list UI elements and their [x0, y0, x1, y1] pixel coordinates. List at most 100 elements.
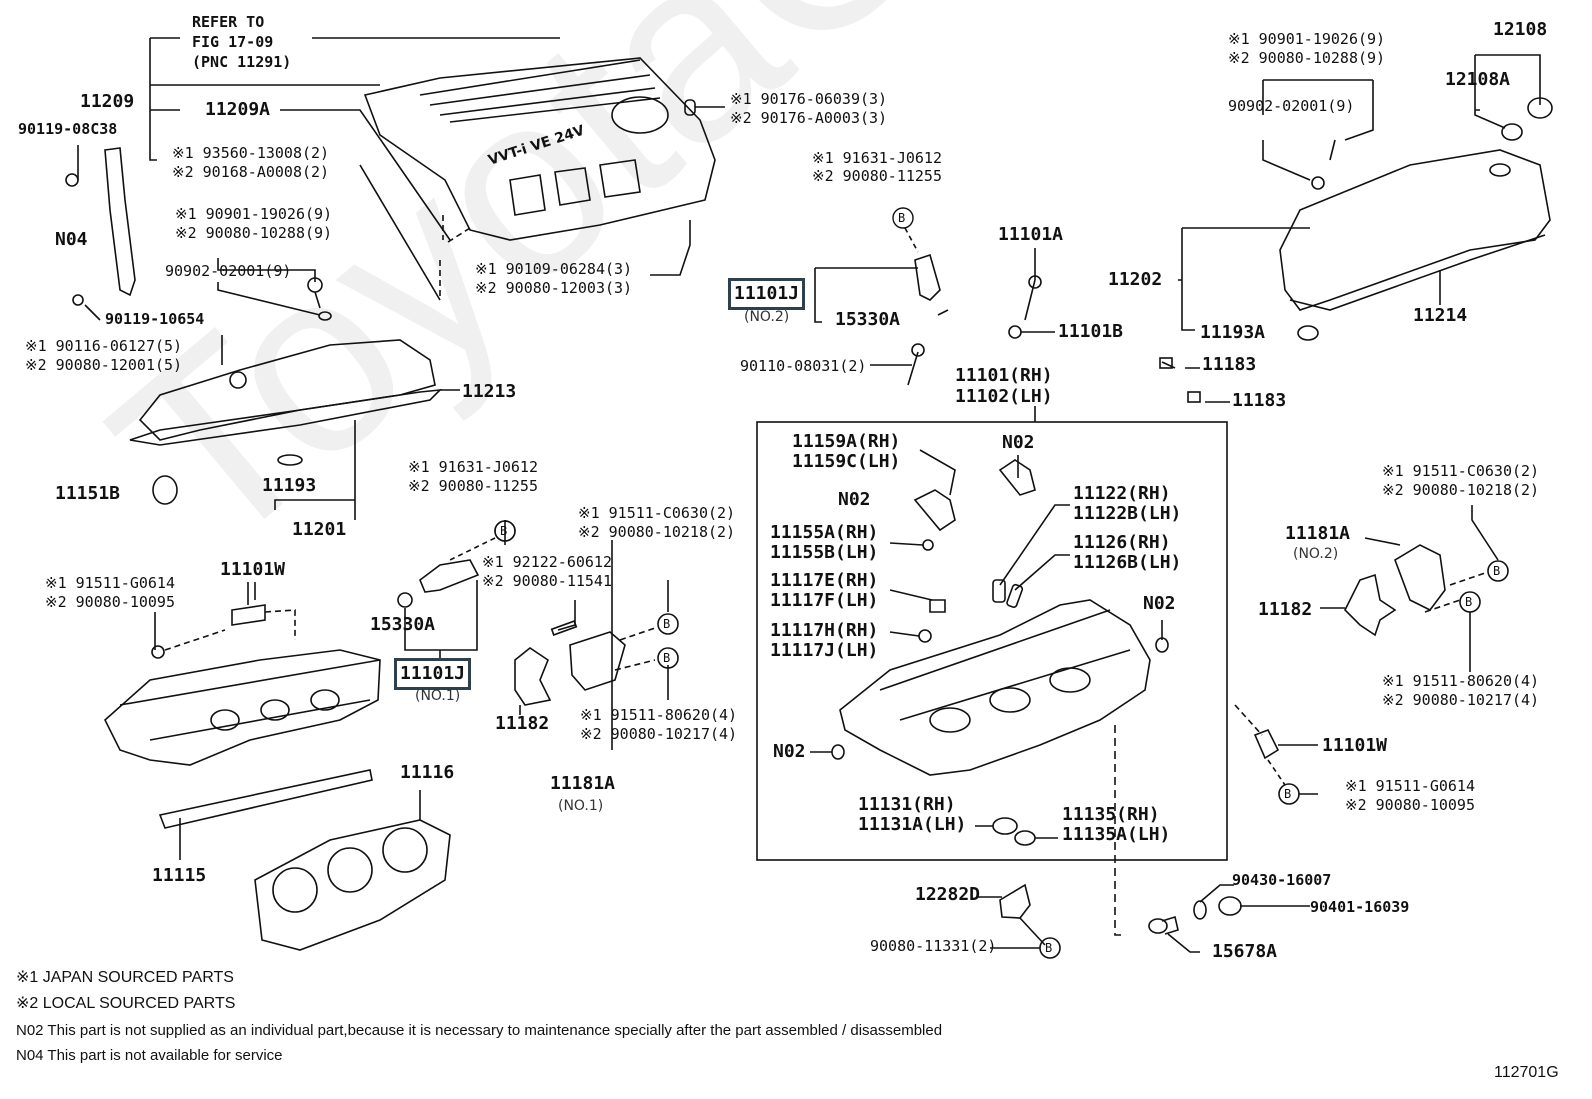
part-label-11155b-lh[interactable]: 11155B(LH): [770, 542, 879, 563]
part-label-90119-08c38[interactable]: 90119-08C38: [18, 120, 118, 138]
part-label-11201[interactable]: 11201: [292, 519, 347, 540]
part-label-11101w-left[interactable]: 11101W: [220, 559, 286, 580]
part-label-11209[interactable]: 11209: [80, 91, 135, 112]
part-label-11183-a[interactable]: 11183: [1202, 354, 1257, 375]
part-label-11182-left[interactable]: 11182: [495, 713, 550, 734]
part-label-11135-rh[interactable]: 11135(RH): [1062, 804, 1160, 825]
part-label-rsensor-bolt-japan[interactable]: ※1 91511-G0614: [1345, 777, 1475, 795]
reference-note-line2[interactable]: FIG 17-09: [192, 33, 274, 51]
part-label-11117f-lh[interactable]: 11117F(LH): [770, 590, 879, 611]
left-cylinder-head-part[interactable]: [104, 649, 381, 766]
part-label-15330a-top[interactable]: 15330A: [835, 309, 901, 330]
part-label-cover-nut-japan[interactable]: ※1 93560-13008(2): [172, 144, 330, 162]
head-gasket-part[interactable]: [254, 819, 451, 951]
part-label-rplug-local[interactable]: ※2 90080-10288(9): [1228, 49, 1386, 67]
part-label-bolt-mid-local[interactable]: ※2 90080-11255: [408, 477, 538, 495]
part-label-11159c-lh[interactable]: 11159C(LH): [792, 451, 901, 472]
part-label-rbracket-bolt-japan[interactable]: ※1 91511-C0630(2): [1382, 462, 1540, 480]
part-label-11209a[interactable]: 11209A: [205, 99, 271, 120]
part-label-11131-rh[interactable]: 11131(RH): [858, 794, 956, 815]
part-label-12282d[interactable]: 12282D: [915, 884, 981, 905]
part-label-11117e-rh[interactable]: 11117E(RH): [770, 570, 879, 591]
part-label-90902-02001[interactable]: 90902-02001(9): [165, 262, 292, 280]
part-label-11101-rh[interactable]: 11101(RH): [955, 365, 1053, 386]
part-label-11117h-rh[interactable]: 11117H(RH): [770, 620, 879, 641]
part-label-11182-right[interactable]: 11182: [1258, 599, 1313, 620]
n04-bracket-part[interactable]: [104, 147, 136, 297]
part-label-bracket-bolt-japan[interactable]: ※1 91511-C0630(2): [578, 504, 736, 522]
part-label-n02-a[interactable]: N02: [1002, 432, 1035, 453]
part-label-r90902-02001[interactable]: 90902-02001(9): [1228, 97, 1355, 115]
part-label-stud-local[interactable]: ※2 90080-12001(5): [25, 356, 183, 374]
part-label-cover-nut-local[interactable]: ※2 90168-A0008(2): [172, 163, 330, 181]
part-label-11122-rh[interactable]: 11122(RH): [1073, 483, 1171, 504]
part-label-11117j-lh[interactable]: 11117J(LH): [770, 640, 879, 661]
part-label-12108a[interactable]: 12108A: [1445, 69, 1511, 90]
part-label-lbracket-bolt-local[interactable]: ※2 90080-10217(4): [580, 725, 738, 743]
part-label-11126b-lh[interactable]: 11126B(LH): [1073, 552, 1182, 573]
part-label-stud-japan[interactable]: ※1 90116-06127(5): [25, 337, 183, 355]
part-label-rsensor-bolt-local[interactable]: ※2 90080-10095: [1345, 796, 1475, 814]
part-label-11214[interactable]: 11214: [1413, 305, 1468, 326]
part-label-90430-16007[interactable]: 90430-16007: [1232, 871, 1332, 889]
part-label-n02-d[interactable]: N02: [773, 741, 806, 762]
part-label-11101w-right[interactable]: 11101W: [1322, 735, 1388, 756]
manifold-gasket-part[interactable]: [158, 769, 373, 829]
part-label-stud2-local[interactable]: ※2 90080-12003(3): [475, 279, 633, 297]
part-label-90110-08031[interactable]: 90110-08031(2): [740, 357, 867, 375]
part-label-bolt-mid-japan[interactable]: ※1 91631-J0612: [408, 458, 538, 476]
part-label-n02-b[interactable]: N02: [838, 489, 871, 510]
part-label-11193[interactable]: 11193: [262, 475, 317, 496]
part-label-11183-b[interactable]: 11183: [1232, 390, 1287, 411]
part-label-11181a-no1[interactable]: 11181A: [550, 773, 616, 794]
part-label-12108[interactable]: 12108: [1493, 19, 1548, 40]
part-label-11122b-lh[interactable]: 11122B(LH): [1073, 503, 1182, 524]
part-label-11101a[interactable]: 11101A: [998, 224, 1064, 245]
part-label-n04[interactable]: N04: [55, 229, 88, 250]
bracket-11181a-part[interactable]: [569, 631, 626, 691]
part-label-11101j-no1[interactable]: 11101J: [393, 658, 472, 690]
part-label-11126-rh[interactable]: 11126(RH): [1073, 532, 1171, 553]
part-label-lbracket-bolt-japan[interactable]: ※1 91511-80620(4): [580, 706, 738, 724]
part-label-rbracket2-bolt-japan[interactable]: ※1 91511-80620(4): [1382, 672, 1540, 690]
part-label-sensor-bolt-japan[interactable]: ※1 91511-G0614: [45, 574, 175, 592]
part-label-90080-11331[interactable]: 90080-11331(2): [870, 937, 997, 955]
part-label-11181a-no2[interactable]: 11181A: [1285, 523, 1351, 544]
part-label-plug-tube-japan[interactable]: ※1 90901-19026(9): [175, 205, 333, 223]
right-cylinder-head-part[interactable]: [839, 599, 1151, 776]
part-label-11116[interactable]: 11116: [400, 762, 455, 783]
part-label-90401-16039[interactable]: 90401-16039: [1310, 898, 1410, 916]
part-label-11151b[interactable]: 11151B: [55, 483, 121, 504]
part-label-rplug-japan[interactable]: ※1 90901-19026(9): [1228, 30, 1386, 48]
part-label-sensor-bolt-local[interactable]: ※2 90080-10095: [45, 593, 175, 611]
part-label-11202[interactable]: 11202: [1108, 269, 1163, 290]
bracket-11182-right-part[interactable]: [1344, 573, 1397, 637]
part-label-bolt-top-japan[interactable]: ※1 91631-J0612: [812, 149, 942, 167]
right-valve-cover-part[interactable]: [1279, 149, 1551, 311]
part-label-11135a-lh[interactable]: 11135A(LH): [1062, 824, 1171, 845]
part-label-stud3-local[interactable]: ※2 90080-11541: [482, 572, 612, 590]
part-label-11102-lh[interactable]: 11102(LH): [955, 386, 1053, 407]
reference-note-line1[interactable]: REFER TO: [192, 13, 265, 31]
part-label-n02-c[interactable]: N02: [1143, 593, 1176, 614]
bracket-11181a-no2-part[interactable]: [1394, 544, 1446, 612]
reference-note-line3[interactable]: (PNC 11291): [192, 53, 292, 71]
part-label-15330a-mid[interactable]: 15330A: [370, 614, 436, 635]
part-label-rbracket-bolt-local[interactable]: ※2 90080-10218(2): [1382, 481, 1540, 499]
part-label-11115[interactable]: 11115: [152, 865, 207, 886]
part-label-90119-10654[interactable]: 90119-10654: [105, 310, 205, 328]
part-label-rbracket2-bolt-local[interactable]: ※2 90080-10217(4): [1382, 691, 1540, 709]
bracket-12282d-part[interactable]: [999, 883, 1031, 919]
part-label-15678a[interactable]: 15678A: [1212, 941, 1278, 962]
part-label-11193a[interactable]: 11193A: [1200, 322, 1266, 343]
part-label-11159a-rh[interactable]: 11159A(RH): [792, 431, 901, 452]
part-label-grommet-japan[interactable]: ※1 90176-06039(3): [730, 90, 888, 108]
part-label-11101j-no2[interactable]: 11101J: [727, 278, 806, 310]
bracket-11182-part[interactable]: [514, 647, 552, 706]
part-label-stud3-japan[interactable]: ※1 92122-60612: [482, 553, 612, 571]
part-label-11213[interactable]: 11213: [462, 381, 517, 402]
part-label-bolt-top-local[interactable]: ※2 90080-11255: [812, 167, 942, 185]
part-label-11101b[interactable]: 11101B: [1058, 321, 1124, 342]
part-label-stud2-japan[interactable]: ※1 90109-06284(3): [475, 260, 633, 278]
engine-cover-part[interactable]: VVT-i VE 24V: [363, 57, 716, 241]
